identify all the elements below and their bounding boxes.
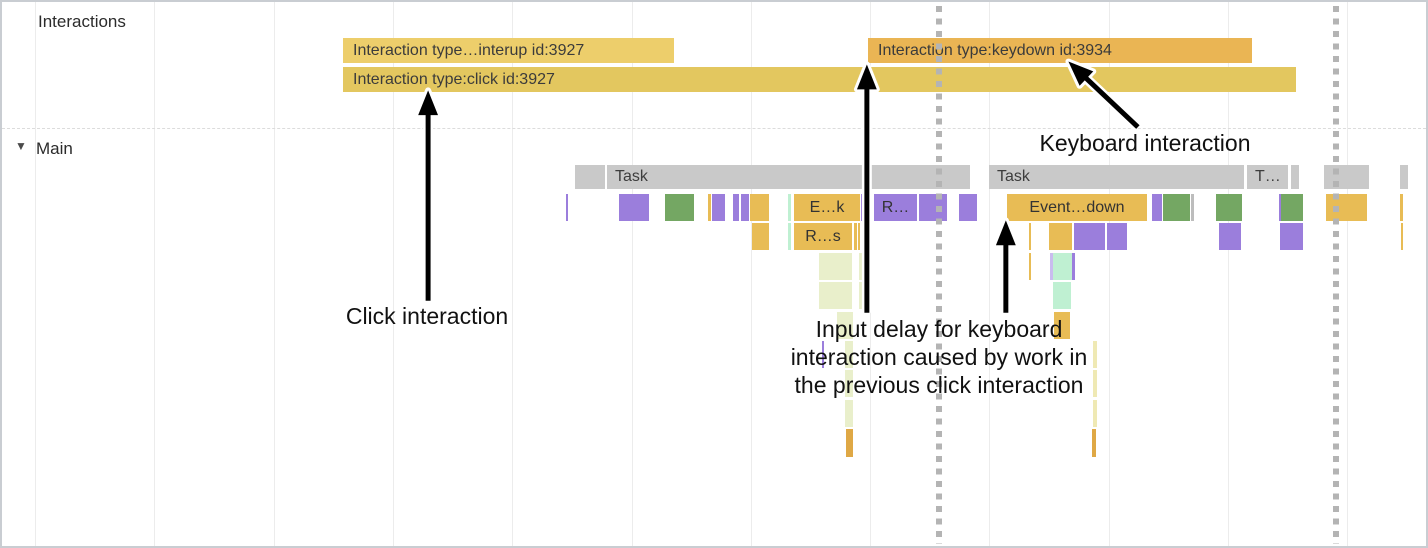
flame-block[interactable] [1054,312,1070,339]
flame-block[interactable] [1326,194,1367,221]
frame-marker-dotted-line [936,6,942,544]
flame-block[interactable] [1152,194,1162,221]
flame-block[interactable] [1029,223,1031,250]
gridline [154,2,155,546]
task-bar[interactable] [575,165,605,189]
task-bar[interactable]: T… [1247,165,1288,189]
flame-block[interactable] [819,282,852,309]
flame-block[interactable] [741,194,749,221]
flame-block[interactable] [1279,194,1281,221]
gridline [393,2,394,546]
gridline [989,2,990,546]
flame-block[interactable] [1053,253,1072,280]
flame-block[interactable] [1074,223,1105,250]
flame-block[interactable] [1093,341,1097,368]
flame-block[interactable]: R… [874,194,917,221]
gridline [274,2,275,546]
flame-block[interactable] [619,194,649,221]
flame-block[interactable] [1029,253,1031,280]
collapse-triangle-icon[interactable]: ▼ [15,139,27,153]
gridline [1109,2,1110,546]
flame-block[interactable] [1093,400,1097,427]
flame-block[interactable]: Event…down [1007,194,1147,221]
flame-block[interactable] [1280,223,1303,250]
interaction-bar[interactable]: Interaction type:keydown id:3934 [868,38,1252,63]
task-bar[interactable] [1324,165,1369,189]
flame-block[interactable] [919,194,947,221]
flame-block[interactable] [845,341,853,368]
task-bar[interactable]: Task [989,165,1244,189]
interaction-bar[interactable]: Interaction type…interup id:3927 [343,38,674,63]
main-track-label: Main [36,139,73,158]
flame-block[interactable] [750,194,769,221]
flame-block[interactable] [1281,194,1303,221]
flame-block[interactable] [845,400,853,427]
gridline [512,2,513,546]
annotation-text: Click interaction [345,303,509,329]
track-separator [2,128,1426,129]
flame-block[interactable] [822,341,824,368]
interactions-track-label: Interactions [38,12,126,31]
flame-block[interactable] [1401,223,1403,250]
flame-block[interactable] [837,312,853,339]
flame-block[interactable] [712,194,725,221]
flame-block[interactable] [859,253,863,280]
flame-block[interactable] [859,282,863,309]
flame-block[interactable] [733,194,739,221]
flame-block[interactable] [1072,253,1075,280]
flame-block[interactable] [1050,253,1053,280]
flame-block[interactable] [566,194,568,221]
gridline [1228,2,1229,546]
flame-block[interactable] [858,223,860,250]
gridline [1347,2,1348,546]
flame-block[interactable] [846,429,853,457]
gridline [751,2,752,546]
annotation-text: Keyboard interaction [1039,130,1251,156]
flame-block[interactable] [788,223,791,250]
flame-block[interactable] [819,253,852,280]
flame-block[interactable] [1092,429,1096,457]
flame-block[interactable]: R…s [794,223,852,250]
task-bar[interactable] [1400,165,1408,189]
flame-block[interactable] [1107,223,1127,250]
flame-block[interactable] [1053,282,1071,309]
flame-block[interactable] [1216,194,1242,221]
flame-block[interactable] [854,223,857,250]
gridline [632,2,633,546]
flame-block[interactable] [1093,370,1097,397]
flame-block[interactable] [1400,194,1403,221]
flame-block[interactable] [1049,223,1072,250]
task-bar[interactable] [1291,165,1299,189]
frame-marker-dotted-line [1333,6,1339,544]
gridline [35,2,36,546]
flame-block[interactable] [708,194,711,221]
flame-block[interactable]: E…k [794,194,860,221]
flame-block[interactable] [1219,223,1241,250]
flame-block[interactable] [1163,194,1190,221]
flame-block[interactable] [752,223,769,250]
flame-block[interactable] [1191,194,1194,221]
flame-block[interactable] [959,194,977,221]
flame-block[interactable] [845,370,853,397]
task-bar[interactable]: Task [607,165,970,189]
flame-block[interactable] [788,194,791,221]
annotation-text: Input delay for keyboard interaction cau… [790,316,1088,398]
flame-block[interactable] [665,194,694,221]
